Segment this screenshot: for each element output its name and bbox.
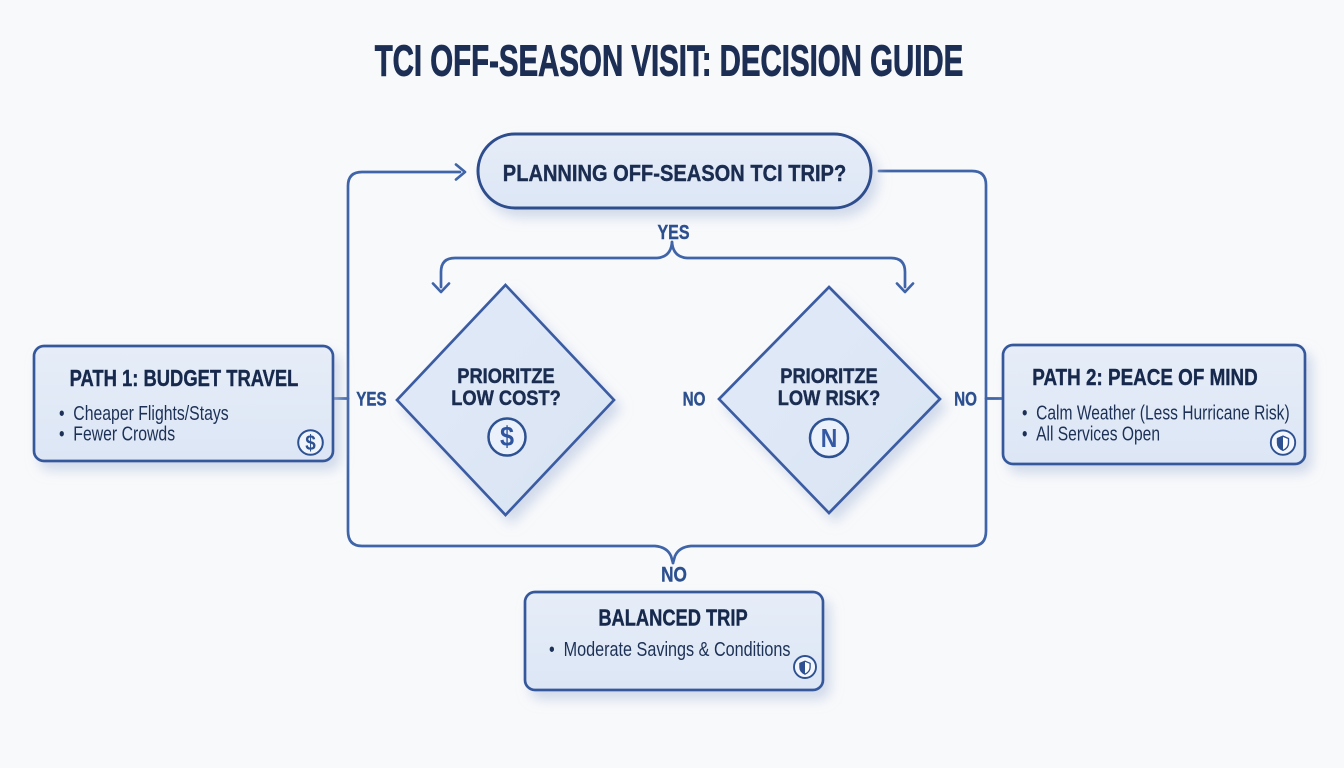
svg-text:YES: YES [356,388,386,410]
svg-text:NO: NO [683,388,706,410]
svg-text:LOW RISK?: LOW RISK? [778,387,880,410]
svg-text:• Fewer Crowds: • Fewer Crowds [59,423,175,445]
svg-text:LOW COST?: LOW COST? [451,387,561,410]
svg-text:PRIORITZE: PRIORITZE [457,365,554,388]
svg-text:PLANNING OFF-SEASON TCI TRIP?: PLANNING OFF-SEASON TCI TRIP? [503,160,846,187]
svg-text:NO: NO [954,388,977,410]
svg-text:• Cheaper Flights/Stays: • Cheaper Flights/Stays [59,402,229,424]
svg-text:BALANCED TRIP: BALANCED TRIP [598,606,747,631]
svg-text:• Moderate Savings & Conditio: • Moderate Savings & Conditions [549,638,790,660]
svg-text:PATH 2: PEACE OF MIND: PATH 2: PEACE OF MIND [1032,365,1257,390]
svg-text:PATH 1: BUDGET TRAVEL: PATH 1: BUDGET TRAVEL [70,366,299,391]
svg-text:• All Services Open: • All Services Open [1022,423,1160,445]
svg-text:$: $ [305,432,316,455]
svg-text:YES: YES [657,221,689,243]
svg-text:NO: NO [661,563,687,587]
svg-text:TCI OFF-SEASON VISIT: DECISION: TCI OFF-SEASON VISIT: DECISION GUIDE [375,36,964,85]
svg-text:$: $ [500,421,514,453]
svg-text:PRIORITZE: PRIORITZE [780,365,877,388]
svg-text:N: N [821,425,838,453]
svg-text:• Calm Weather (Less Hurrican: • Calm Weather (Less Hurricane Risk) [1022,402,1290,424]
